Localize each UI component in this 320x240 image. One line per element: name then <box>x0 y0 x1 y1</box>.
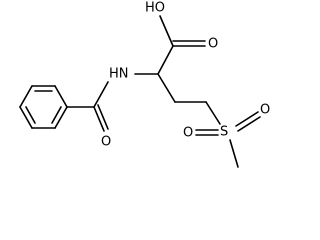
ring-double-bond <box>25 106 36 124</box>
ring-bond <box>54 85 68 108</box>
ring-bond <box>19 106 33 129</box>
ring-bond <box>54 106 68 129</box>
hydroxyl-label: HO <box>145 1 165 16</box>
benzene-ring <box>19 85 68 129</box>
ring-double-bond <box>51 106 62 124</box>
carboxyl-c-oh-bond <box>159 15 174 47</box>
gamma-to-sulfur-bond <box>205 101 221 125</box>
sulfonyl-right-double-bond <box>237 116 261 132</box>
amide-c-o-bond <box>93 106 105 132</box>
sulfur-to-methyl-bond <box>229 139 239 168</box>
carboxyl-oxygen-label: O <box>208 37 218 52</box>
benzoyl-methionine-sulfone-structure: HO O HN O S O O <box>19 1 270 168</box>
sulfonyl-oxygen-left-label: O <box>183 126 193 141</box>
carbonyl-to-nitrogen-bond <box>93 81 109 108</box>
amide-oxygen-label: O <box>101 135 111 150</box>
ring-bond <box>19 85 33 108</box>
alpha-to-carboxyl-bond <box>157 45 174 75</box>
sulfonyl-right-bond <box>235 111 259 127</box>
sulfur-label: S <box>220 125 228 140</box>
amide-c-o-double-bond <box>97 104 109 130</box>
amide-nitrogen-label: HN <box>109 67 129 82</box>
alpha-to-beta-bond <box>157 73 176 103</box>
sulfonyl-oxygen-right-label: O <box>260 103 270 118</box>
